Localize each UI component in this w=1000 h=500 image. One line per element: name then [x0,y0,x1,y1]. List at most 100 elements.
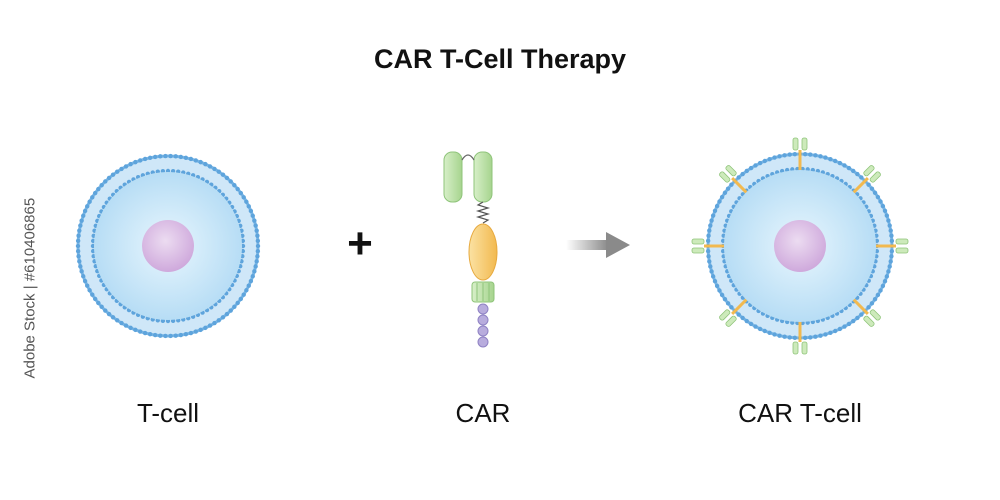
membrane-dot [878,288,883,293]
membrane-dot [133,327,138,333]
car-tcell-receptors [691,137,909,355]
membrane-dot [207,323,213,328]
membrane-dot [254,259,259,264]
membrane-dot [802,335,808,341]
membrane-dot [855,171,860,177]
membrane-dot [886,269,891,274]
membrane-dot [248,208,254,214]
membrane-dot [142,330,148,336]
membrane-dot [79,218,84,223]
membrane-dot [714,283,720,289]
membrane-dot [137,158,143,163]
membrane-dot [255,233,260,238]
membrane-dot [882,208,888,213]
membrane-dot [212,166,217,172]
membrane-dot [719,292,725,298]
membrane-dot [878,199,883,204]
membrane-dot [106,175,112,181]
membrane-dot [889,233,894,238]
membrane-dot [872,190,878,195]
membrane-dot [99,182,104,188]
car-linker [461,154,475,161]
membrane-dot [106,311,112,317]
membrane-dot [228,308,233,313]
membrane-dot [220,315,226,320]
membrane-dot [722,190,728,195]
membrane-dot [81,213,86,218]
membrane-dot [717,199,722,204]
membrane-dot [748,321,754,327]
membrane-dot [252,269,257,274]
membrane-dot [103,308,108,313]
membrane-dot [886,218,891,223]
membrane-dot [767,156,772,162]
membrane-dot [846,165,852,171]
membrane-dot [163,333,168,339]
membrane-dot [777,333,782,338]
membrane-dot [887,264,892,269]
car-receptor-mark [792,322,808,355]
membrane-dot [813,153,818,158]
membrane-dot [859,175,864,180]
membrane-dot [708,264,713,269]
membrane-dot [762,158,767,164]
membrane-dot [744,318,749,324]
tcell-nucleus [142,220,194,272]
car-receptor-mark [792,137,808,170]
membrane-dot [224,311,230,317]
membrane-dot [103,179,108,184]
membrane-dot [712,279,718,284]
membrane-dot [884,274,890,279]
membrane-dot [777,154,782,159]
membrane-dot [75,248,81,254]
membrane-dot [235,186,240,192]
membrane-dot [232,304,237,310]
membrane-dot [188,330,194,336]
membrane-dot [152,154,158,160]
membrane-dot [253,223,258,228]
membrane-dot [128,161,133,167]
car-receptor-mark [876,238,909,254]
membrane-dot [183,332,189,337]
membrane-dot [252,218,257,223]
membrane-dot [837,326,843,332]
membrane-dot [193,158,199,163]
membrane-dot [212,320,217,326]
membrane-dot [729,305,734,310]
membrane-dot [90,292,95,297]
membrane-dot [246,283,251,288]
membrane-dot [762,328,767,334]
membrane-dot [238,190,244,196]
membrane-dot [729,182,734,187]
membrane-dot [123,323,129,328]
membrane-dot [82,208,88,214]
membrane-dot [253,264,258,269]
membrane-dot [767,330,772,336]
membrane-dot [244,288,249,293]
membrane-dot [158,333,163,338]
membrane-dot [110,172,116,177]
membrane-dot [241,195,246,200]
membrane-dot [705,238,711,244]
membrane-dot [142,156,148,162]
membrane-dot [808,335,813,340]
membrane-dot [255,254,260,259]
membrane-dot [792,335,798,341]
membrane-dot [808,152,813,157]
membrane-dot [152,332,158,338]
membrane-dot [823,332,828,337]
membrane-dot [241,292,246,297]
membrane-dot [220,172,226,177]
membrane-dot [188,156,194,162]
membrane-dot [198,327,203,333]
membrane-dot [115,169,120,174]
car-scfv-right [473,151,493,203]
membrane-dot [198,159,203,165]
membrane-dot [818,333,823,338]
membrane-dot [85,283,90,288]
arrow-icon [566,232,630,258]
membrane-dot [78,264,83,269]
membrane-dot [753,324,758,329]
membrane-dot [842,324,847,329]
